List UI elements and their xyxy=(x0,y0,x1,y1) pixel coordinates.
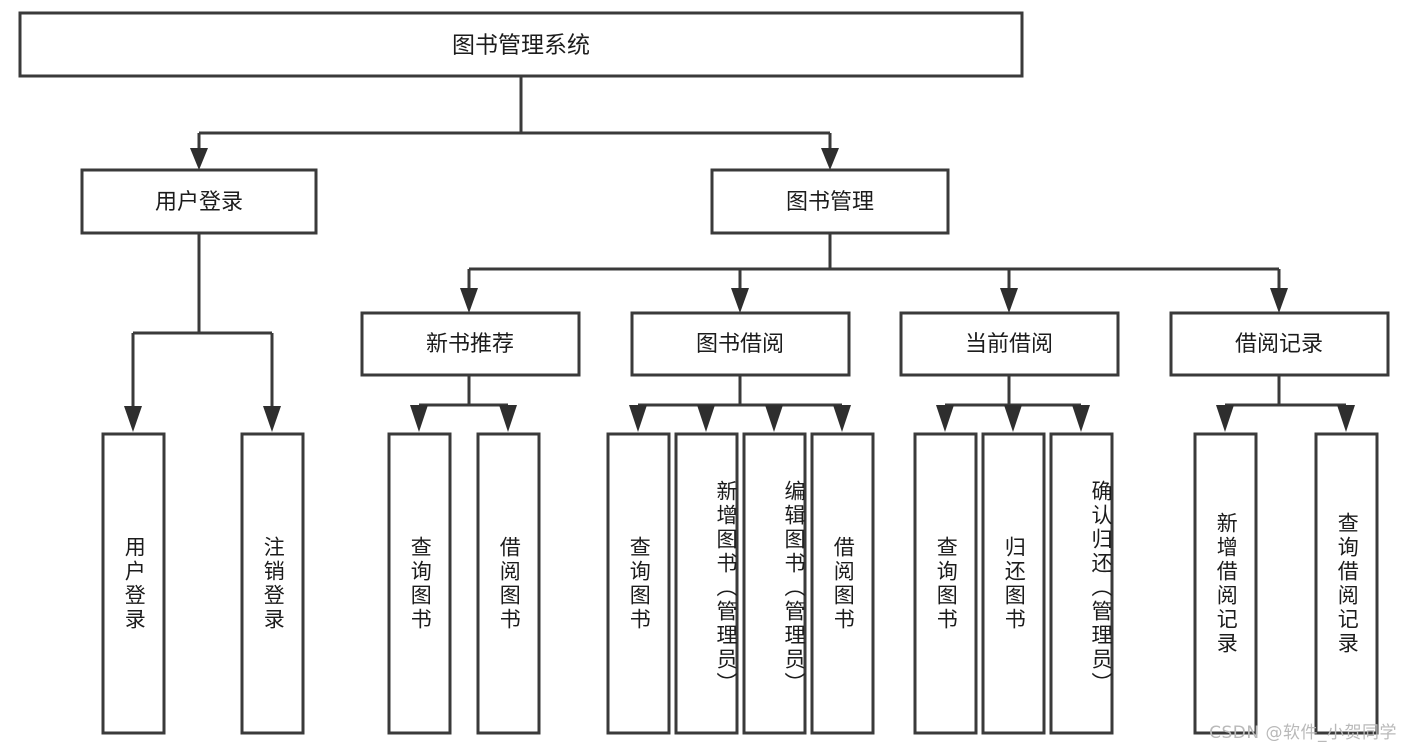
node-new-book-recommend-box[interactable] xyxy=(360,311,581,377)
arrow-head-user-login xyxy=(190,148,208,170)
node-new-book-recommend-label: 新书推荐 xyxy=(426,332,514,357)
node-root[interactable]: 图书管理系统 xyxy=(18,11,1024,78)
node-user-login-box[interactable] xyxy=(80,168,318,235)
arrow-head-leaf-query-book-1 xyxy=(410,405,428,432)
connector-group-user-login xyxy=(124,233,281,432)
node-book-management-label: 图书管理 xyxy=(786,190,874,215)
leaf-borrow-book-1-box[interactable] xyxy=(476,432,541,735)
leaf-logout-box[interactable] xyxy=(240,432,305,735)
connector-group-root xyxy=(190,76,839,170)
arrow-head-leaf-user-login xyxy=(124,406,142,432)
arrow-head-leaf-add-record xyxy=(1216,405,1234,432)
node-borrow-record-box[interactable] xyxy=(1169,311,1390,377)
node-current-borrow[interactable]: 当前借阅 xyxy=(899,311,1120,377)
leaf-query-book-1-box[interactable] xyxy=(387,432,452,735)
node-book-borrow-label: 图书借阅 xyxy=(696,332,784,357)
arrow-head-leaf-logout xyxy=(263,406,281,432)
arrow-head-leaf-confirm-return xyxy=(1072,405,1090,432)
leaf-query-record-box[interactable] xyxy=(1314,432,1379,735)
csdn-watermark: CSDN @软件_小贺同学 xyxy=(1209,723,1397,743)
arrow-head-current-borrow xyxy=(1000,288,1018,313)
connector-group-book-management xyxy=(460,233,1288,313)
connector-group-borrow-record xyxy=(1216,375,1355,432)
node-book-management-box[interactable] xyxy=(710,168,950,235)
arrow-head-leaf-query-record xyxy=(1337,405,1355,432)
node-current-borrow-box[interactable] xyxy=(899,311,1120,377)
arrow-head-leaf-borrow-book-2 xyxy=(833,405,851,432)
node-current-borrow-label: 当前借阅 xyxy=(965,332,1053,357)
node-borrow-record-label: 借阅记录 xyxy=(1235,332,1323,357)
connector-group-current-borrow xyxy=(936,375,1090,432)
leaf-edit-book-box[interactable] xyxy=(742,432,807,735)
leaf-return-book-box[interactable] xyxy=(981,432,1046,735)
arrow-head-leaf-borrow-book-1 xyxy=(499,405,517,432)
leaf-query-book-3-box[interactable] xyxy=(913,432,978,735)
arrow-head-leaf-edit-book xyxy=(765,405,783,432)
connector-group-new-book-recommend xyxy=(410,375,517,432)
node-user-login[interactable]: 用户登录 xyxy=(80,168,318,235)
leaf-confirm-return-box[interactable] xyxy=(1049,432,1114,735)
arrow-head-leaf-query-book-2 xyxy=(629,405,647,432)
leaf-boxes xyxy=(101,432,1379,735)
node-borrow-record[interactable]: 借阅记录 xyxy=(1169,311,1390,377)
arrow-head-leaf-query-book-3 xyxy=(936,405,954,432)
node-root-label: 图书管理系统 xyxy=(452,33,590,59)
leaf-borrow-book-2-box[interactable] xyxy=(810,432,875,735)
arrow-head-new-book-recommend xyxy=(460,288,478,313)
leaf-query-book-2-box[interactable] xyxy=(606,432,671,735)
arrow-head-book-management xyxy=(821,148,839,170)
connector-group-book-borrow xyxy=(629,375,851,432)
leaf-add-record-box[interactable] xyxy=(1193,432,1258,735)
arrow-head-leaf-add-book xyxy=(697,405,715,432)
node-book-borrow-box[interactable] xyxy=(630,311,851,377)
node-new-book-recommend[interactable]: 新书推荐 xyxy=(360,311,581,377)
arrow-head-book-borrow xyxy=(731,288,749,313)
node-root-box[interactable] xyxy=(18,11,1024,78)
node-user-login-label: 用户登录 xyxy=(155,190,243,215)
arrow-head-leaf-return-book xyxy=(1004,405,1022,432)
leaf-user-login-box[interactable] xyxy=(101,432,166,735)
node-book-management[interactable]: 图书管理 xyxy=(710,168,950,235)
leaf-add-book-box[interactable] xyxy=(674,432,739,735)
arrow-head-borrow-record xyxy=(1270,288,1288,313)
node-book-borrow[interactable]: 图书借阅 xyxy=(630,311,851,377)
